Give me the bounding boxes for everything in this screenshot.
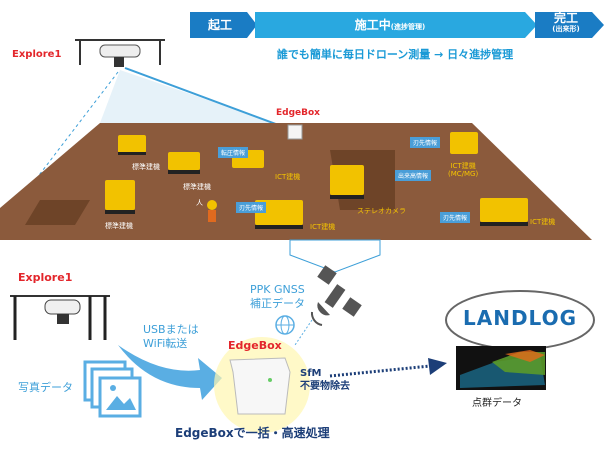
process-edgebox-label: EdgeBox — [228, 339, 282, 352]
caption: EdgeBoxで一括・高速処理 — [175, 426, 330, 440]
process-drone-label: Explore1 — [18, 271, 73, 284]
standard-machine-label: 標準建機 — [105, 222, 133, 230]
photo-stack-icon — [83, 360, 142, 418]
excavator-icon — [105, 180, 135, 210]
bulldozer-icon — [255, 200, 303, 225]
machine-icons — [105, 132, 528, 225]
phase-construction-sub: (進捗管理) — [390, 23, 426, 31]
field-edgebox-label: EdgeBox — [276, 108, 320, 118]
ict-excavator-icon — [330, 165, 364, 195]
phase-start-label: 起工 — [207, 18, 232, 32]
satellite-icon — [310, 265, 362, 326]
edgebox-small-icon — [287, 124, 303, 140]
phase-construction: 施工中(進捗管理) — [330, 16, 450, 33]
worker-icon — [207, 200, 217, 210]
field-drone-label: Explore1 — [12, 49, 62, 60]
person-label: 人 — [196, 199, 203, 207]
tag-blade: 刃先情報 — [410, 137, 441, 148]
construction-field — [0, 123, 592, 240]
phase-complete-label: 完工 — [553, 11, 578, 25]
phase-arrow-construction — [255, 12, 537, 38]
photo-data-label: 写真データ — [18, 381, 73, 394]
pointcloud-label: 点群データ — [472, 398, 522, 409]
tag-blade: 刃先情報 — [440, 212, 471, 223]
trench — [25, 200, 90, 225]
drone-icon-large — [10, 295, 110, 340]
camera-view-cone — [100, 70, 290, 128]
tag-blade: 刃先情報 — [236, 202, 267, 213]
gnss-label: PPK GNSS 補正データ — [250, 283, 305, 310]
ict-mcmg-excavator-icon — [450, 132, 478, 154]
phase-arrow-complete — [535, 12, 604, 38]
sfm-label: SfM 不要物除去 — [300, 368, 350, 392]
landlog-logo: LANDLOG — [462, 306, 577, 330]
ict-label: ICT建機 — [275, 173, 301, 181]
ict-label: ICT建機 — [530, 218, 556, 226]
edgebox-device-icon — [229, 357, 291, 415]
phase-construction-label: 施工中 — [354, 18, 391, 32]
view-line — [124, 67, 293, 131]
standard-machine-label: 標準建機 — [183, 183, 211, 191]
phase-arrow-start — [190, 12, 257, 38]
dump-truck-icon — [118, 135, 146, 153]
phase-complete: 完工 (出来形) — [537, 11, 595, 34]
ict-mcmg-label: ICT建機 (MC/MG) — [448, 162, 479, 178]
transfer-arrow — [118, 345, 222, 400]
tagline: 誰でも簡単に毎日ドローン測量 → 日々進捗管理 — [276, 48, 514, 61]
drone-icon — [75, 39, 165, 67]
standard-machine-label: 標準建機 — [132, 163, 160, 171]
transfer-label: USBまたは WiFi転送 — [143, 323, 199, 350]
tag-compaction: 転圧情報 — [218, 147, 249, 158]
tag-volume: 出来高情報 — [395, 170, 432, 181]
output-dotted-arrow — [329, 364, 431, 378]
gnss-dotted-line — [294, 319, 313, 346]
ict-bulldozer-icon — [480, 198, 528, 222]
ict-label: ICT建機 — [310, 223, 336, 231]
wheel-loader-icon — [168, 152, 200, 170]
phase-complete-sub: (出来形) — [552, 25, 580, 33]
stereo-camera-label: ステレオカメラ — [357, 207, 406, 215]
down-arrow — [289, 239, 381, 273]
